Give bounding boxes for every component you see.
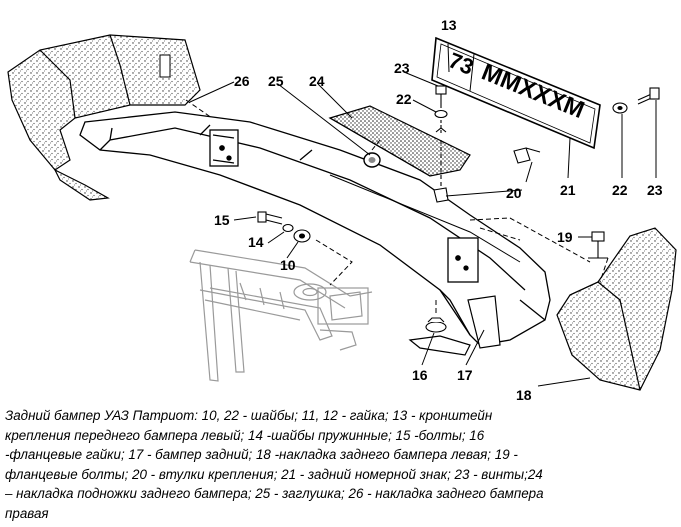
right-bumper-cover [7, 34, 201, 201]
callout-26: 26 [234, 73, 250, 89]
exploded-diagram: 73 MMXXXM [7, 17, 677, 403]
caption-line: -фланцевые гайки; 17 - бампер задний; 18… [5, 447, 518, 463]
leader-lines [189, 43, 657, 387]
caption-line: Задний бампер УАЗ Патриот: 10, 22 - шайб… [5, 408, 493, 423]
fasteners [257, 85, 660, 333]
left-bumper-cover [556, 227, 677, 391]
callout-14: 14 [248, 234, 264, 250]
figure-caption: Задний бампер УАЗ Патриот: 10, 22 - шайб… [5, 406, 679, 524]
callout-15: 15 [214, 212, 230, 228]
license-plate: 73 MMXXXM [431, 36, 601, 150]
callout-18: 18 [516, 387, 532, 403]
caption-line: правая [5, 505, 49, 521]
callout-13: 13 [441, 17, 457, 33]
callout-17: 17 [457, 367, 473, 383]
callout-24: 24 [309, 73, 325, 89]
callout-10: 10 [280, 257, 296, 273]
callout-23-right: 23 [647, 182, 663, 198]
chassis-frame [189, 249, 373, 382]
callout-22-right: 22 [612, 182, 628, 198]
callout-19: 19 [557, 229, 573, 245]
callout-23-top: 23 [394, 60, 410, 76]
caption-line: крепления переднего бампера левый; 14 -ш… [5, 427, 485, 443]
caption-line: фланцевые болты; 20 - втулки крепления; … [5, 466, 543, 482]
bumper-step-pad [328, 105, 471, 177]
caption-line: – накладка подножки заднего бампера; 25 … [5, 486, 544, 502]
callout-25: 25 [268, 73, 284, 89]
plug [363, 152, 381, 168]
lower-bracket [408, 295, 501, 356]
callout-21: 21 [560, 182, 576, 198]
callout-22-top: 22 [396, 91, 412, 107]
callout-16: 16 [412, 367, 428, 383]
callout-labels: 26 25 24 23 22 13 20 21 22 23 15 14 10 1… [214, 17, 663, 403]
assembly-lines [185, 99, 609, 315]
callout-20: 20 [506, 185, 522, 201]
